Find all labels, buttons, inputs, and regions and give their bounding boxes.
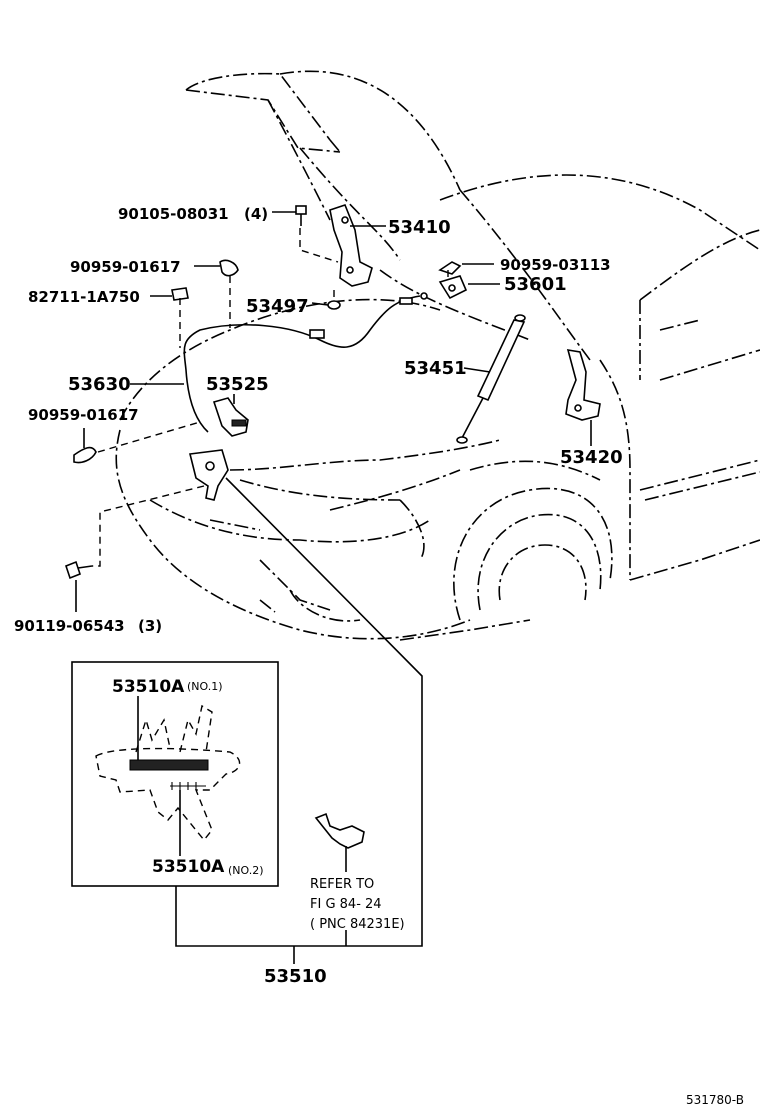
label-82711: 82711-1A750 (28, 288, 140, 306)
bracket-53601-icon (438, 275, 468, 300)
refer-line-2: FI G 84- 24 (310, 897, 382, 912)
refer-line-1: REFER TO (310, 877, 374, 892)
hood-hinge-53420 (565, 349, 601, 421)
bolt-90119-icon (65, 560, 93, 580)
clip-90959-03113-icon (438, 261, 462, 275)
label-53510A-no1-note: (NO.1) (187, 680, 223, 693)
label-53497: 53497 (246, 296, 309, 317)
part-labels: 90105-08031 (4) 53410 90959-01617 90959-… (14, 205, 744, 1107)
cushion-53497-icon (327, 300, 341, 310)
lever-53525-icon (212, 397, 249, 437)
clamp-90959-lower-icon (73, 446, 97, 464)
car-body-outline (115, 70, 760, 641)
label-53525: 53525 (206, 374, 269, 395)
leader-lines (75, 211, 592, 964)
detail-box (71, 661, 279, 887)
refer-line-3: ( PNC 84231E) (310, 917, 405, 932)
label-90119: 90119-06543 (14, 617, 125, 635)
label-90959-03113: 90959-03113 (500, 256, 611, 274)
label-53510A-no1: 53510A (112, 677, 185, 697)
bolt-90105-icon (295, 205, 307, 226)
label-53630: 53630 (68, 374, 131, 395)
hood-hinge-53410 (329, 204, 373, 287)
label-53510A-no2-note: (NO.2) (228, 864, 264, 877)
label-90105: 90105-08031 (118, 205, 229, 223)
hood-switch-icon (314, 812, 365, 872)
label-90119-qty: (3) (138, 617, 162, 635)
label-53601: 53601 (504, 274, 567, 295)
label-90105-qty: (4) (244, 205, 268, 223)
label-53410: 53410 (388, 217, 451, 238)
label-53510: 53510 (264, 966, 327, 987)
label-53420: 53420 (560, 447, 623, 468)
release-cable-53630 (183, 292, 428, 433)
label-90959-upper: 90959-01617 (70, 258, 181, 276)
label-53510A-no2: 53510A (152, 857, 225, 877)
label-53451: 53451 (404, 358, 467, 379)
label-90959-lower: 90959-01617 (28, 406, 139, 424)
gas-strut-53451 (456, 314, 526, 444)
figure-code: 531780-B (686, 1093, 744, 1107)
clip-82711-icon (171, 287, 189, 301)
clamp-90959-upper-icon (219, 259, 239, 277)
hood-lock-53510-installed (189, 449, 229, 501)
